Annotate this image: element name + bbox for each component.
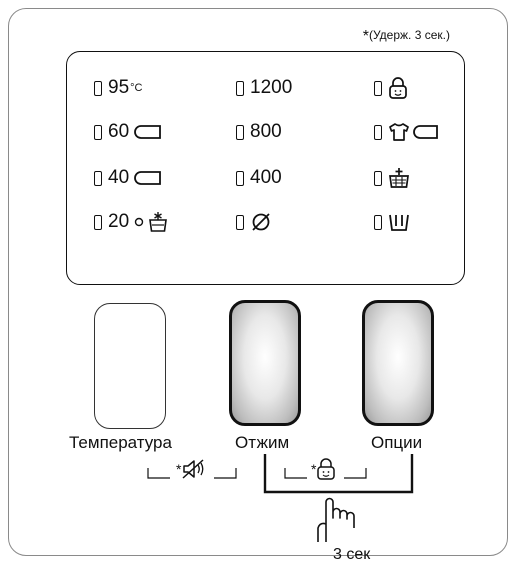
temp-unit: °C (130, 82, 143, 94)
led-icon (236, 80, 244, 96)
no-spin-icon (252, 213, 270, 231)
flat-oval-icon (134, 171, 162, 185)
led-icon (374, 80, 382, 96)
led-icon (94, 80, 102, 96)
flat-oval-icon (134, 125, 162, 139)
temp-indicator-40: 40 (94, 166, 162, 190)
lock-hint-outer-bracket (263, 454, 414, 494)
mute-hint-right-bracket (214, 468, 237, 479)
temp-indicator-60: 60 (94, 120, 162, 144)
spin-indicator-800: 800 (236, 120, 282, 144)
options-button[interactable] (362, 300, 434, 426)
options-button-label: Опции (371, 433, 423, 452)
temp-value: 60 (108, 121, 130, 142)
spin-value: 1200 (250, 77, 293, 98)
spin-button-label: Отжим (235, 433, 290, 452)
spin-indicator-none (236, 210, 272, 234)
led-icon (94, 214, 102, 230)
option-indicator-child-lock (374, 76, 408, 100)
hold-note-text: (Удерж. 3 сек.) (369, 28, 450, 42)
temperature-button-label: Температура (69, 433, 172, 452)
small-circle-icon (134, 217, 144, 227)
led-icon (374, 124, 382, 140)
control-panel-frame (8, 8, 508, 556)
flat-oval-icon (413, 125, 438, 139)
indicator-display (66, 51, 465, 285)
hold-duration-label: 3 сек (333, 546, 371, 563)
led-icon (94, 124, 102, 140)
hold-note: *(Удерж. 3 сек.) (363, 28, 450, 46)
tub-icon (389, 214, 409, 231)
lock-hint-star: * (311, 461, 317, 477)
spin-value: 800 (250, 121, 282, 142)
tub-snowflake-icon (149, 212, 168, 232)
temp-indicator-20: 20 (94, 210, 169, 234)
temperature-button[interactable] (94, 303, 166, 429)
option-indicator-rinse (374, 210, 410, 234)
led-icon (236, 124, 244, 140)
mute-speaker-icon (182, 459, 204, 479)
mute-hint: * (176, 458, 207, 480)
child-lock-icon (389, 77, 407, 99)
lock-hint-right-bracket (344, 468, 367, 479)
option-indicator-prewash (374, 166, 410, 190)
hold-note-star: * (362, 28, 369, 45)
lock-hint: * (311, 458, 336, 480)
spin-indicator-400: 400 (236, 166, 282, 190)
spin-indicator-1200: 1200 (236, 76, 292, 100)
temp-value: 20 (108, 211, 130, 232)
led-icon (236, 170, 244, 186)
led-icon (374, 170, 382, 186)
temp-value: 40 (108, 167, 130, 188)
led-icon (236, 214, 244, 230)
option-indicator-shirt (374, 120, 439, 144)
temp-value: 95 (108, 77, 130, 98)
led-icon (374, 214, 382, 230)
lock-hint-left-bracket (284, 468, 307, 479)
spin-value: 400 (250, 167, 282, 188)
child-lock-icon (317, 458, 336, 480)
temp-indicator-95: 95 °C (94, 76, 142, 100)
led-icon (94, 170, 102, 186)
mute-hint-left-bracket (147, 468, 170, 479)
spin-button[interactable] (229, 300, 301, 426)
mute-hint-star: * (176, 461, 182, 477)
tub-plus-icon (389, 168, 409, 188)
shirt-icon (389, 123, 409, 141)
pointing-hand-icon (317, 497, 355, 542)
